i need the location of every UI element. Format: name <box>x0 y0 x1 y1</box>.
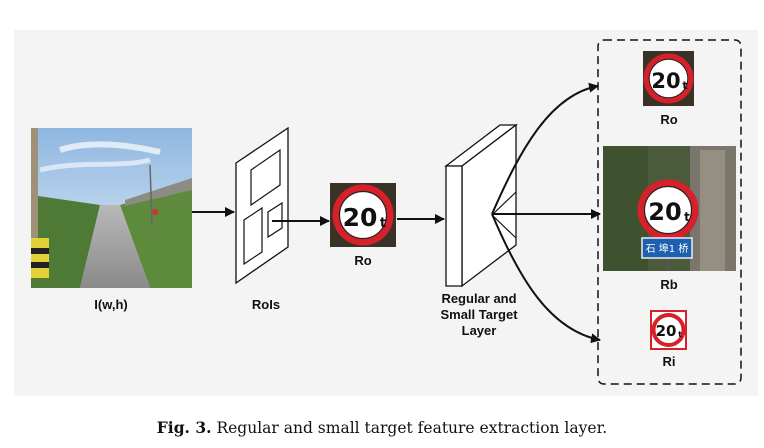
output-ri-label: Ri <box>662 354 676 369</box>
svg-text:20: 20 <box>651 69 680 93</box>
ro-sign-image: 20 t <box>330 183 396 247</box>
sign-suffix: t <box>380 216 386 231</box>
rois-label: RoIs <box>251 297 281 312</box>
output-ri-image: 20 t <box>650 310 687 350</box>
layer-label: Regular and Small Target Layer <box>440 291 518 338</box>
output-rb-image: 20 t 石 埠1 桥 <box>603 146 736 271</box>
svg-text:t: t <box>682 79 687 92</box>
input-street-image <box>31 128 192 288</box>
road-name-plate <box>641 237 693 259</box>
figure-caption-text: Regular and small target feature extract… <box>211 419 608 437</box>
figure-caption: Fig. 3. Regular and small target feature… <box>0 418 764 437</box>
output-ro-image: 20 t <box>643 51 694 106</box>
arrow-layer-to-ri-output <box>491 213 601 344</box>
road-name-plate-text: 石 埠1 桥 <box>646 242 689 255</box>
output-rb-label: Rb <box>660 277 678 292</box>
input-image-label: I(w,h) <box>94 297 128 312</box>
rois-plane <box>235 126 289 285</box>
svg-text:t: t <box>684 210 690 224</box>
regular-small-target-layer-block <box>444 123 518 288</box>
output-dashed-box <box>597 39 742 385</box>
sign-number: 20 <box>343 203 378 232</box>
svg-text:t: t <box>678 330 682 339</box>
ro-middle-label: Ro <box>354 253 372 268</box>
svg-text:20: 20 <box>656 322 677 340</box>
flow-arrows <box>192 82 601 344</box>
svg-text:20: 20 <box>648 198 681 226</box>
output-ro-label: Ro <box>660 112 678 127</box>
figure-number: Fig. 3. <box>156 418 212 437</box>
arrow-layer-to-ro-output <box>491 82 599 215</box>
